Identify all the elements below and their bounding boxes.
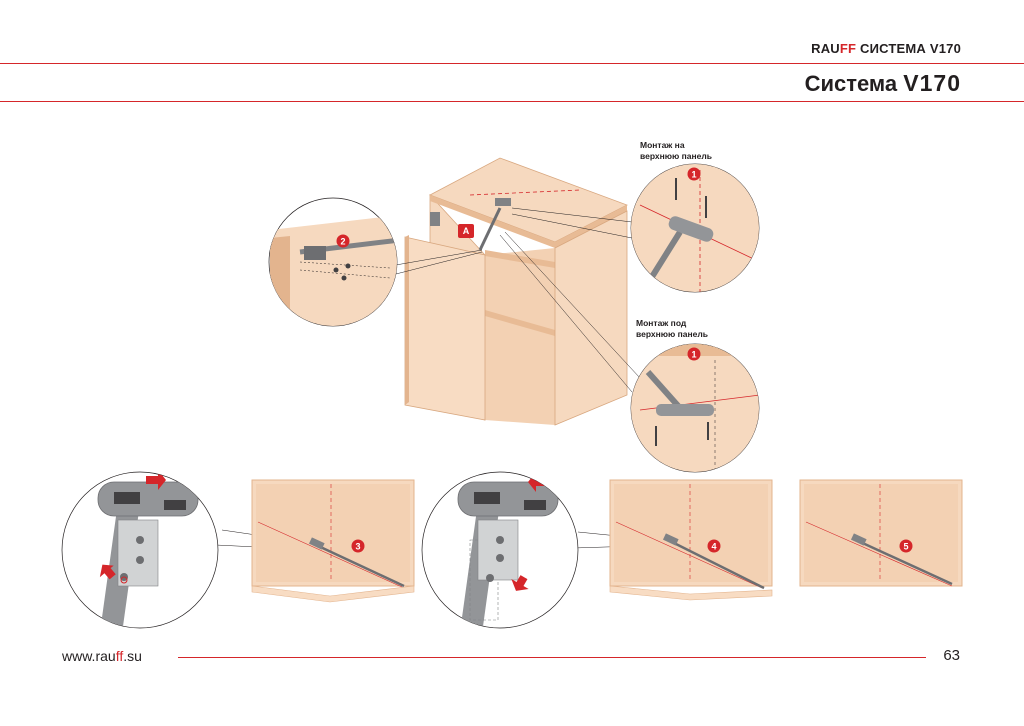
title-text: Система [804, 71, 898, 96]
cabinet-panel-5 [799, 479, 963, 587]
cabinet-panel-3 [251, 479, 415, 603]
cabinet-panel-4 [609, 479, 773, 601]
svg-text:4: 4 [711, 542, 716, 552]
footer-rule [178, 657, 926, 658]
title-model: V170 [903, 70, 961, 96]
badge-3: 3 [351, 539, 365, 553]
footer-url-suffix: .su [123, 648, 142, 664]
header-rule-bottom [0, 101, 1024, 102]
caption-top-mount-line1: Монтаж на [640, 140, 685, 150]
detail-circle-top-mount [630, 163, 760, 293]
brand-ff: FF [839, 41, 857, 56]
caption-top-mount: Монтаж на верхнюю панель [640, 140, 712, 162]
badge-2: 2 [336, 234, 350, 248]
badge-5: 5 [899, 539, 913, 553]
caption-under-mount: Монтаж под верхнюю панель [636, 318, 708, 340]
svg-text:1: 1 [691, 170, 696, 180]
brand-suffix: СИСТЕМА V170 [860, 41, 961, 56]
detail-circle-under-mount [630, 343, 760, 473]
badge-4: 4 [707, 539, 721, 553]
svg-text:5: 5 [903, 542, 908, 552]
detail-circle-adjust-left [61, 471, 219, 629]
badge-a: A [458, 224, 474, 238]
svg-text:2: 2 [340, 237, 345, 247]
detail-circle-adjust-right [421, 471, 579, 629]
caption-top-mount-line2: верхнюю панель [640, 151, 713, 161]
page-number: 63 [943, 647, 960, 664]
svg-text:A: A [463, 226, 470, 236]
footer-url-ff: ff [115, 648, 124, 664]
cabinet-drawing [404, 157, 628, 426]
caption-under-mount-line2: верхнюю панель [636, 329, 709, 339]
header-rule-top [0, 63, 1024, 64]
svg-text:3: 3 [355, 542, 360, 552]
brand-label: RAUFF СИСТЕМА V170 [811, 41, 961, 56]
page-title: Система V170 [805, 70, 961, 97]
footer-url-prefix: www.rau [62, 648, 116, 664]
svg-text:1: 1 [691, 350, 696, 360]
footer-url[interactable]: www.rauff.su [62, 648, 142, 664]
badge-1-top-mount: 1 [687, 167, 701, 181]
caption-under-mount-line1: Монтаж под [636, 318, 687, 328]
brand-prefix: RAU [811, 41, 840, 56]
detail-circle-2 [268, 197, 398, 327]
badge-1-under-mount: 1 [687, 347, 701, 361]
